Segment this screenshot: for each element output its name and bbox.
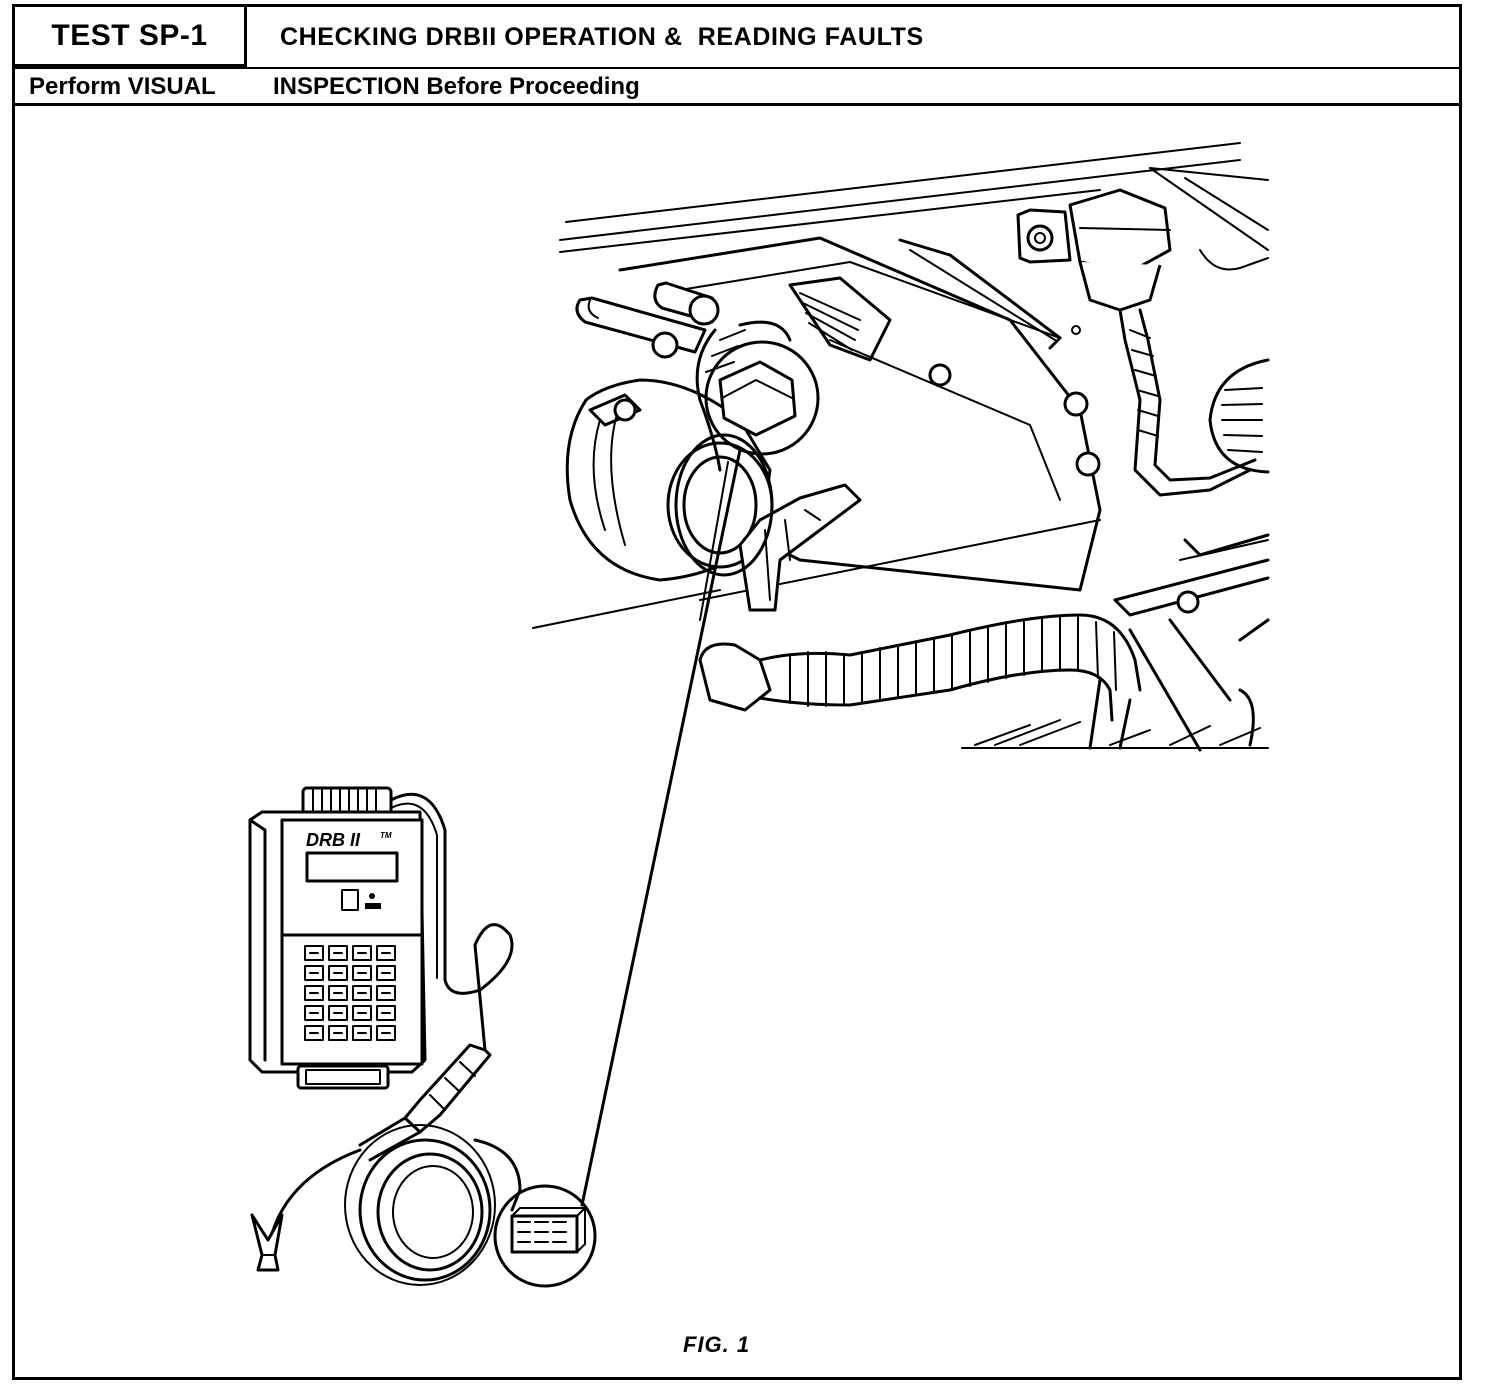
connector-callout <box>580 340 820 1207</box>
tool-brand-tm: TM <box>380 831 392 840</box>
tool-brand-label: DRB II <box>306 830 361 850</box>
instruction-right: INSPECTION Before Proceeding <box>273 73 640 100</box>
instruction-left: Perform VISUAL <box>29 73 216 100</box>
figure-caption: FIG. 1 <box>683 1332 751 1357</box>
tool-keypad <box>304 945 396 1041</box>
subheader-divider <box>15 103 1459 106</box>
header-divider <box>15 67 1459 69</box>
engine-compartment-drawing <box>532 142 1270 752</box>
alligator-clip-icon <box>250 1213 284 1272</box>
diagnostic-connector-callout <box>493 1184 597 1288</box>
tool-contrast-button <box>341 889 359 911</box>
test-id-box: TEST SP-1 <box>15 7 247 67</box>
test-id: TEST SP-1 <box>51 18 208 52</box>
procedure-title: CHECKING DRBII OPERATION & READING FAULT… <box>280 23 924 51</box>
diagnostic-sheet: TEST SP-1 CHECKING DRBII OPERATION & REA… <box>12 4 1462 1380</box>
tool-display-screen <box>305 851 399 883</box>
drb-ii-scan-tool: DRB II TM <box>248 786 597 1288</box>
